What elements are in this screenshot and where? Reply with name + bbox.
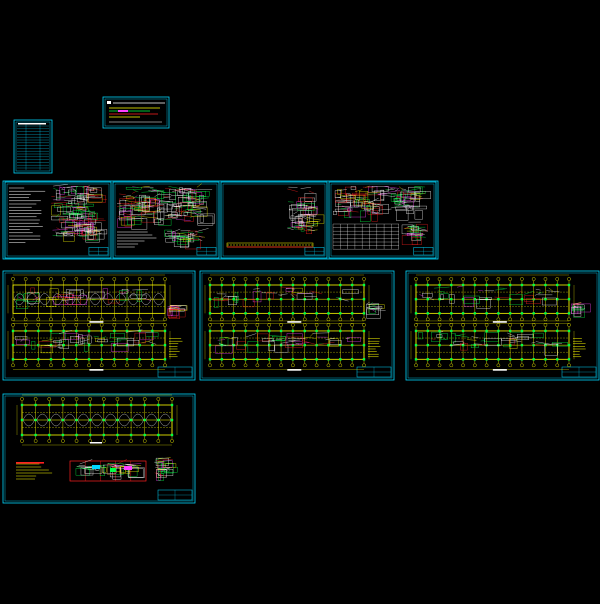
cad-drawing-canvas: [0, 0, 600, 600]
drawing-sheets: [0, 0, 600, 600]
